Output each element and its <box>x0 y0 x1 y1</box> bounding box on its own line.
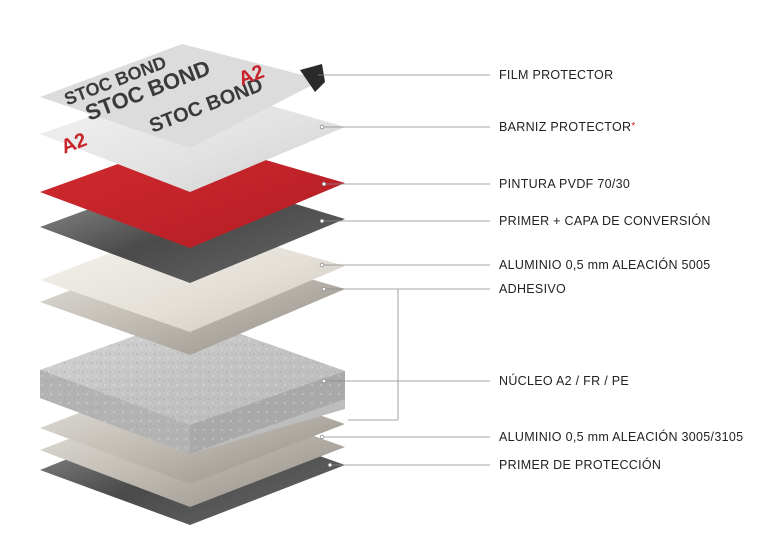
label-aluminio-bottom: ALUMINIO 0,5 mm ALEACIÓN 3005/3105 <box>499 430 743 444</box>
asterisk-mark: * <box>631 121 635 132</box>
label-primer-conversion: PRIMER + CAPA DE CONVERSIÓN <box>499 214 711 228</box>
label-nucleo: NÚCLEO A2 / FR / PE <box>499 374 629 388</box>
label-adhesivo: ADHESIVO <box>499 282 566 296</box>
label-primer-proteccion: PRIMER DE PROTECCIÓN <box>499 458 661 472</box>
label-primer-proteccion-text: PRIMER DE PROTECCIÓN <box>499 458 661 472</box>
label-barniz-protector: BARNIZ PROTECTOR* <box>499 120 636 134</box>
label-nucleo-text: NÚCLEO A2 / FR / PE <box>499 374 629 388</box>
label-aluminio-top: ALUMINIO 0,5 mm ALEACIÓN 5005 <box>499 258 711 272</box>
label-film-text: FILM PROTECTOR <box>499 68 613 82</box>
label-aluminio-bottom-text: ALUMINIO 0,5 mm ALEACIÓN 3005/3105 <box>499 430 743 444</box>
label-pintura-pvdf: PINTURA PVDF 70/30 <box>499 177 630 191</box>
label-pintura-text: PINTURA PVDF 70/30 <box>499 177 630 191</box>
label-film-protector: FILM PROTECTOR <box>499 68 613 82</box>
label-primer-text: PRIMER + CAPA DE CONVERSIÓN <box>499 214 711 228</box>
label-barniz-text: BARNIZ PROTECTOR <box>499 120 631 134</box>
label-adhesivo-text: ADHESIVO <box>499 282 566 296</box>
label-aluminio-top-text: ALUMINIO 0,5 mm ALEACIÓN 5005 <box>499 258 711 272</box>
